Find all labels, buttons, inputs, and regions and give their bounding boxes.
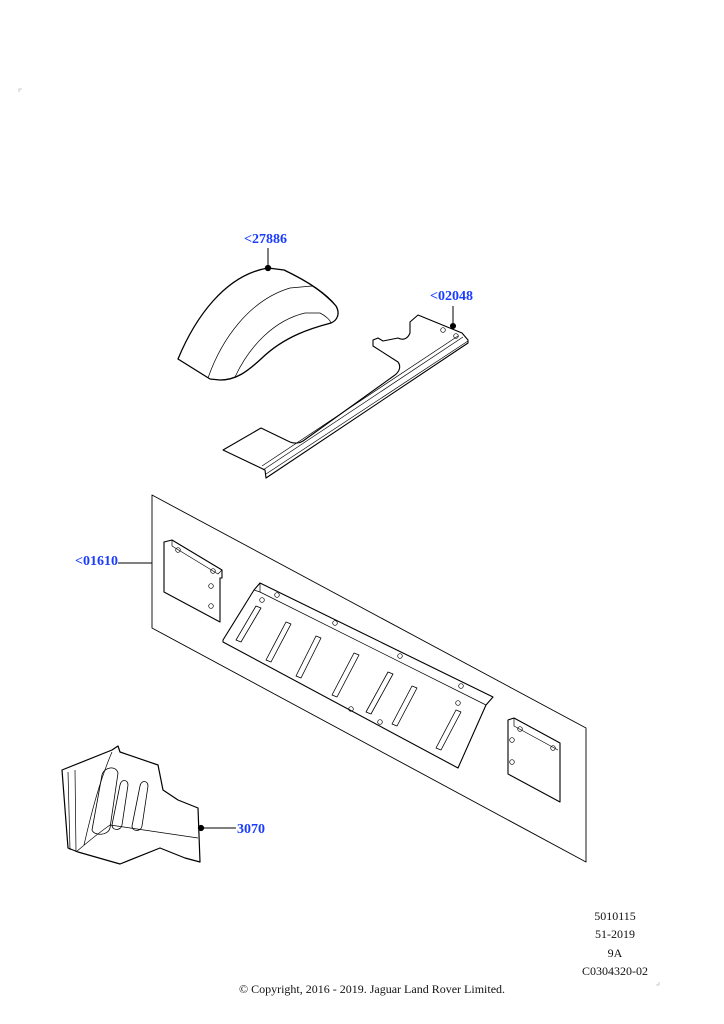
- info-line-3: 9A: [607, 946, 623, 960]
- callout-01610[interactable]: <01610: [75, 554, 118, 569]
- corner-mark: [18, 88, 22, 92]
- info-line-2: 51-2019: [595, 927, 635, 941]
- info-line-4: C0304320-02: [582, 964, 648, 978]
- callout-27886[interactable]: <27886: [244, 232, 287, 247]
- group-frame: [151, 494, 587, 863]
- part-bracket[interactable]: [61, 745, 236, 865]
- callout-3070[interactable]: 3070: [237, 822, 265, 837]
- part-panel-assembly[interactable]: [118, 494, 587, 863]
- part-fender[interactable]: [177, 248, 339, 381]
- corner-mark: [656, 982, 660, 986]
- info-line-1: 5010115: [594, 909, 636, 923]
- copyright-notice: © Copyright, 2016 - 2019. Jaguar Land Ro…: [238, 982, 506, 996]
- callout-02048[interactable]: <02048: [430, 289, 473, 304]
- part-rail[interactable]: [222, 306, 469, 479]
